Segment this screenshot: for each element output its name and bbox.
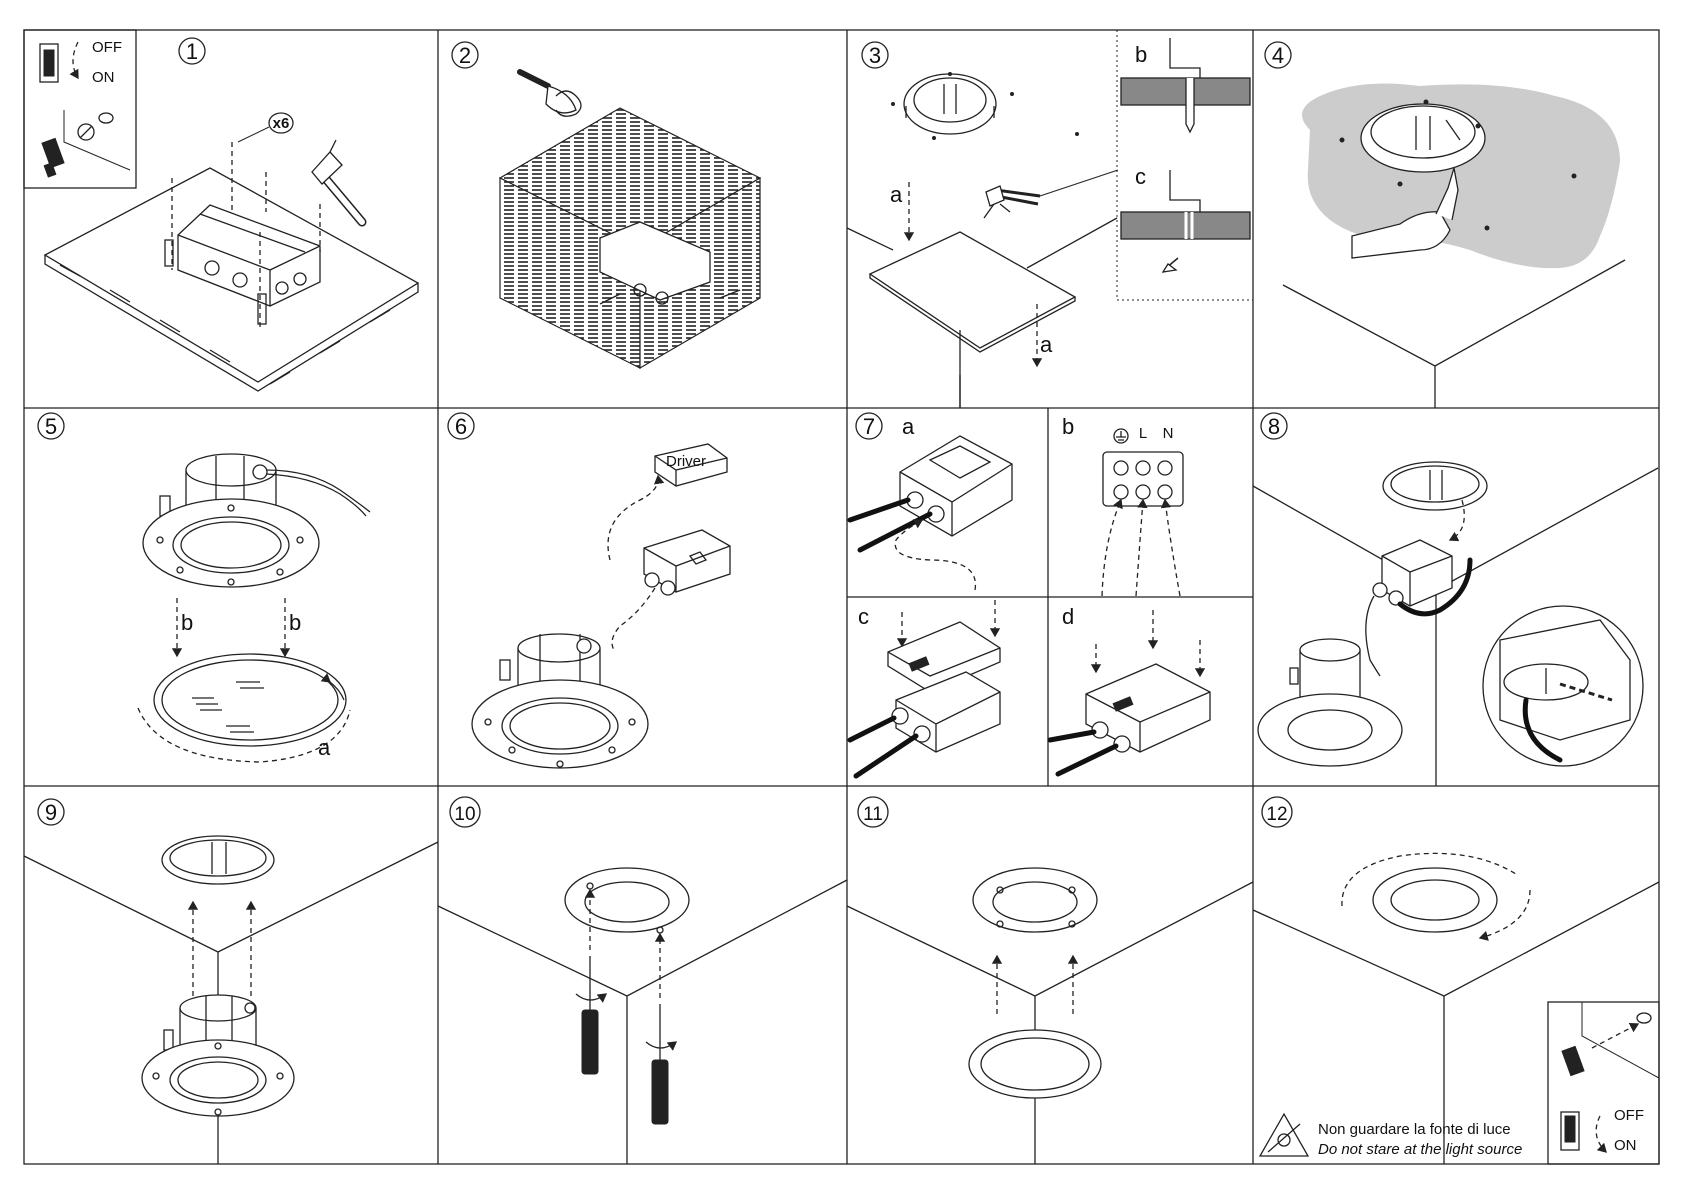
step-number-9: 9 — [38, 799, 64, 825]
step-number-1: 1 — [179, 38, 205, 64]
svg-text:6: 6 — [455, 414, 467, 439]
panel-12-finish: OFF ON Non guardare la fonte di luce Do … — [1253, 853, 1659, 1164]
svg-text:1: 1 — [186, 39, 198, 64]
step-number-8: 8 — [1261, 413, 1287, 439]
panel-2-concrete-pour — [500, 72, 760, 368]
step-number-6: 6 — [448, 413, 474, 439]
svg-text:ON: ON — [1614, 1137, 1637, 1154]
panel-11-attach-cover — [847, 868, 1253, 1164]
panel-3-template: a a b c — [847, 30, 1253, 408]
svg-text:2: 2 — [459, 43, 471, 68]
svg-text:11: 11 — [863, 804, 883, 825]
svg-text:5: 5 — [45, 414, 57, 439]
panel-10-screw-ring — [438, 868, 847, 1164]
step-number-11: 11 — [858, 797, 888, 827]
panel-1-install-box: OFF ON x6 — [24, 30, 418, 391]
step-number-3: 3 — [862, 42, 888, 68]
power-switch-icon — [40, 44, 58, 82]
screwdriver-icon — [576, 956, 676, 1124]
svg-text:7: 7 — [863, 414, 875, 439]
svg-text:c: c — [858, 604, 869, 629]
svg-text:ON: ON — [92, 69, 115, 86]
trowel-icon — [520, 72, 581, 116]
svg-text:10: 10 — [454, 804, 475, 825]
warning-text-it: Non guardare la fonte di luce — [1318, 1121, 1511, 1138]
panel-8-place-driver — [1253, 462, 1658, 786]
svg-text:d: d — [1062, 604, 1074, 629]
svg-text:OFF: OFF — [1614, 1107, 1644, 1124]
hammer-icon — [312, 140, 362, 222]
step-number-4: 4 — [1265, 42, 1291, 68]
svg-text:a: a — [318, 735, 331, 760]
step-number-10: 10 — [450, 797, 480, 827]
svg-text:OFF: OFF — [92, 39, 122, 56]
svg-text:8: 8 — [1268, 414, 1280, 439]
plug-icon — [42, 138, 64, 177]
svg-text:x6: x6 — [273, 115, 290, 132]
svg-text:b: b — [1062, 414, 1074, 439]
svg-text:3: 3 — [869, 43, 881, 68]
warning-text-en: Do not stare at the light source — [1318, 1141, 1522, 1158]
svg-text:c: c — [1135, 164, 1146, 189]
svg-text:a: a — [890, 182, 903, 207]
svg-text:N: N — [1163, 425, 1174, 442]
panel-7-wiring: a b L N c d — [850, 414, 1210, 776]
svg-text:Driver: Driver — [666, 453, 706, 470]
svg-text:a: a — [902, 414, 915, 439]
svg-text:a: a — [1040, 332, 1053, 357]
panel-5-fixture: b b a — [138, 454, 370, 762]
panel-6-driver-connection: Driver — [472, 444, 730, 768]
plug-icon — [1562, 1046, 1584, 1075]
svg-text:b: b — [1135, 42, 1147, 67]
ground-symbol-icon — [1114, 429, 1128, 443]
svg-text:4: 4 — [1272, 43, 1284, 68]
step-number-7: 7 — [856, 413, 882, 439]
svg-text:L: L — [1139, 425, 1147, 442]
step-number-5: 5 — [38, 413, 64, 439]
power-switch-icon — [1561, 1112, 1579, 1150]
pliers-icon — [984, 186, 1040, 218]
step-number-2: 2 — [452, 42, 478, 68]
prohibited-icon — [78, 124, 94, 140]
step-number-12: 12 — [1262, 797, 1292, 827]
svg-text:b: b — [181, 610, 193, 635]
warning-triangle-icon — [1260, 1114, 1308, 1156]
panel-4-ceiling-cut — [1283, 84, 1625, 408]
svg-text:b: b — [289, 610, 301, 635]
svg-text:9: 9 — [45, 800, 57, 825]
svg-text:12: 12 — [1266, 804, 1287, 825]
panel-9-insert-fixture — [24, 836, 438, 1164]
